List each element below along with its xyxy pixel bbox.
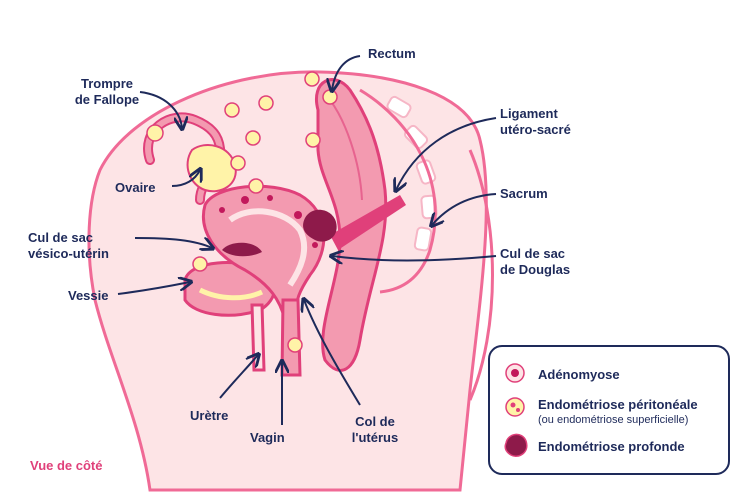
legend-icons: [500, 359, 530, 469]
legend-peritoneale: Endométriose péritonéale: [538, 397, 698, 412]
legend-box: Adénomyose Endométriose péritonéale (ou …: [488, 345, 730, 475]
label-ovaire: Ovaire: [115, 180, 155, 196]
legend-profonde: Endométriose profonde: [538, 439, 685, 454]
adenomyose-icon: [506, 364, 524, 382]
label-vagin: Vagin: [250, 430, 285, 446]
label-cul-de-sac-de-douglas: Cul de sac de Douglas: [500, 246, 570, 278]
peritoneal-icon: [506, 398, 524, 416]
label-trompe-de-fallope: Trompre de Fallope: [62, 76, 152, 108]
label-col-de-l-uterus: Col de l'utérus: [345, 414, 405, 446]
label-uretre: Urètre: [190, 408, 228, 424]
label-cul-de-sac-vesico-uterin: Cul de sac vésico-utérin: [28, 230, 109, 262]
label-vessie: Vessie: [68, 288, 109, 304]
label-rectum: Rectum: [368, 46, 416, 62]
legend-adenomyose: Adénomyose: [538, 367, 620, 382]
ovary-organ: [188, 145, 236, 191]
deep-endometriosis-icon: [505, 434, 527, 456]
label-ligament-utero-sacre: Ligament utéro-sacré: [500, 106, 571, 138]
label-sacrum: Sacrum: [500, 186, 548, 202]
legend-peritoneale-sub: (ou endométriose superficielle): [538, 414, 688, 426]
view-label: Vue de côté: [30, 458, 102, 473]
